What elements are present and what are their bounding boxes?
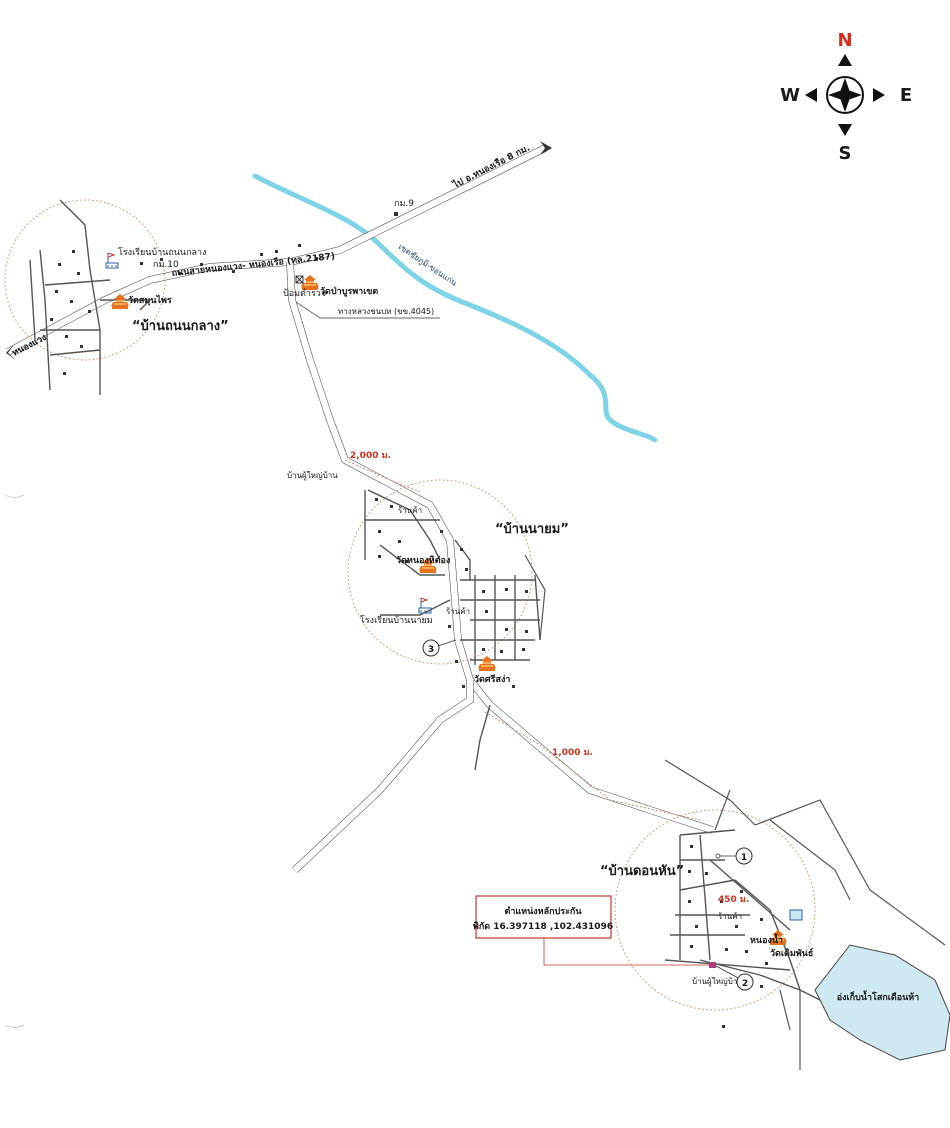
pond-label: หนองน้ำ xyxy=(750,933,783,946)
wat-derm-label: วัดเดิมพันธ์ xyxy=(770,947,813,959)
distance-2000-label: 2,000 ม. xyxy=(350,451,391,461)
marker-3-label: 3 xyxy=(428,645,434,655)
school-icon xyxy=(105,252,119,269)
rural-road-label: ทางหลวงชนบท (ขข.4045) xyxy=(338,307,434,316)
wat-nongnuethong-label: วัดหนองหิต่อง xyxy=(396,555,450,566)
temple-icon xyxy=(300,274,320,291)
arrow-right-icon xyxy=(540,141,552,155)
pond-icon xyxy=(789,909,803,921)
village-donhan xyxy=(614,759,946,1070)
village-nayom xyxy=(347,479,546,771)
village-name-nayom: “บ้านนายม” xyxy=(495,521,569,537)
marker-1-label: 1 xyxy=(741,853,747,863)
police-box-icon xyxy=(295,275,304,284)
river xyxy=(252,173,658,443)
compass-west-label: W xyxy=(780,85,800,106)
school-thanonklang-label: โรงเรียนบ้านถนนกลาง xyxy=(118,247,206,258)
wat-pa-label: วัดป่าบูรพาเขต xyxy=(320,286,378,297)
distance-450-label: 450 ม. xyxy=(718,895,749,905)
headman-1-label: บ้านผู้ใหญ่บ้าน xyxy=(287,471,338,481)
benchmark-coords: พิกัด 16.397118 ,102.431096 xyxy=(473,921,613,932)
temple-icon xyxy=(477,655,497,672)
benchmark-callout: ตำแหน่งหลักประกัน พิกัด 16.397118 ,102.4… xyxy=(473,895,710,966)
houses xyxy=(50,212,768,1028)
shop-1-label: ร้านค้า xyxy=(398,506,422,515)
rural-road-callout: ทางหลวงชนบท (ขข.4045) xyxy=(295,301,440,319)
distance-1000-label: 1,000 ม. xyxy=(552,748,593,758)
compass-south-label: S xyxy=(839,143,852,164)
reservoir: อ่งเก็บน้ำโสกเดือนห้า xyxy=(814,944,950,1061)
shop-2-label: ร้านค้า xyxy=(446,607,470,616)
compass-north-label: N xyxy=(837,30,852,51)
shop-3-label: ร้านค้า xyxy=(718,912,742,921)
rural-road xyxy=(286,261,714,873)
compass-east-label: E xyxy=(900,85,912,106)
compass-rose: N S E W xyxy=(780,30,912,164)
to-nongruea-label: ไป อ.หนองเรือ 8 กม. xyxy=(450,142,532,192)
benchmark-title: ตำแหน่งหลักประกัน xyxy=(504,906,582,917)
reservoir-label: อ่งเก็บน้ำโสกเดือนห้า xyxy=(837,990,920,1003)
village-thanonklang xyxy=(4,199,166,395)
school-icon xyxy=(418,597,432,614)
marker-2: 2 xyxy=(715,965,754,991)
marker-3: 3 xyxy=(422,639,457,657)
marker-2-label: 2 xyxy=(742,979,748,989)
school-nayom-label: โรงเรียนบ้านนายม xyxy=(360,615,433,626)
marker-1: 1 xyxy=(715,847,753,865)
village-name-thanonklang: “บ้านถนนกลาง” xyxy=(132,318,229,334)
punch-hole xyxy=(4,1024,25,1028)
police-box-label: ป้อมตำรวจ xyxy=(283,288,326,299)
punch-hole xyxy=(4,494,25,498)
km10-label: กม.10 xyxy=(153,260,179,270)
arrow-left-icon xyxy=(6,343,16,360)
wat-srisa-label: วัดศรีสง่า xyxy=(474,674,510,685)
headman-2-label: บ้านผู้ใหญ่บ้าน xyxy=(692,977,743,987)
village-name-donhan: “บ้านดอนหัน” xyxy=(600,863,684,879)
km9-label: กม.9 xyxy=(394,199,414,209)
wat-samunphrai-label: วัดสมุนไพร xyxy=(128,294,172,306)
